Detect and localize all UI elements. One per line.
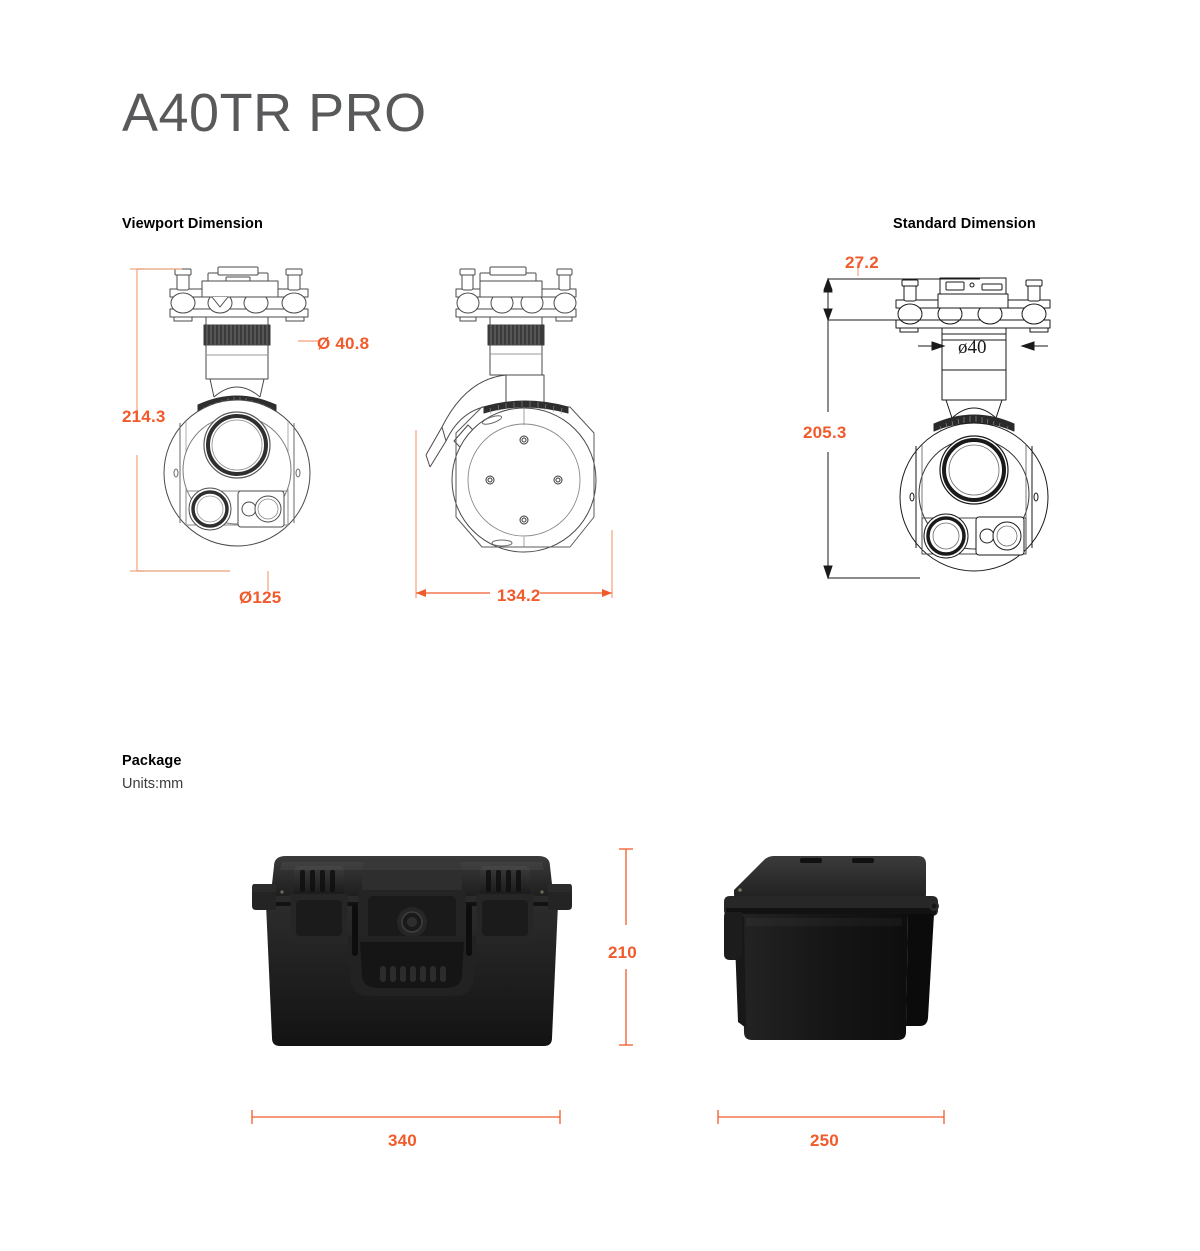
standard-front-view-drawing [878, 272, 1098, 592]
dimension-viewport-mount-diameter: Ø 40.8 [317, 334, 370, 353]
section-heading-package: Package [122, 753, 182, 769]
section-heading-viewport-dimension: Viewport Dimension [122, 216, 263, 232]
package-case-front-image [252, 850, 572, 1050]
dimension-standard-mount-height: 27.2 [845, 253, 879, 272]
dimension-standard-mount-diameter: ø40 [958, 337, 987, 358]
viewport-side-view-drawing [420, 255, 620, 595]
section-heading-standard-dimension: Standard Dimension [893, 216, 1036, 232]
package-width-dimension-line [251, 1110, 561, 1124]
dimension-standard-height: 205.3 [803, 423, 847, 442]
dimension-viewport-height: 214.3 [122, 407, 166, 426]
standard-height-dimension-lines [823, 278, 920, 580]
units-label: Units:mm [122, 776, 184, 792]
package-height-dimension-line [619, 848, 633, 1046]
page-title: A40TR PRO [122, 83, 427, 143]
standard-mount-diameter-arrows [918, 341, 1048, 351]
package-depth-dimension-line [717, 1110, 945, 1124]
dimension-package-depth: 250 [810, 1131, 839, 1150]
package-case-side-image [712, 850, 950, 1050]
dimension-viewport-side-width: 134.2 [497, 586, 541, 605]
dimension-package-width: 340 [388, 1131, 417, 1150]
dimension-viewport-body-diameter: Ø125 [239, 588, 282, 607]
viewport-front-dimension-lines [130, 268, 320, 591]
viewport-front-view-drawing [150, 255, 410, 595]
dimension-package-height: 210 [608, 943, 637, 962]
viewport-side-dimension-lines [415, 430, 613, 598]
